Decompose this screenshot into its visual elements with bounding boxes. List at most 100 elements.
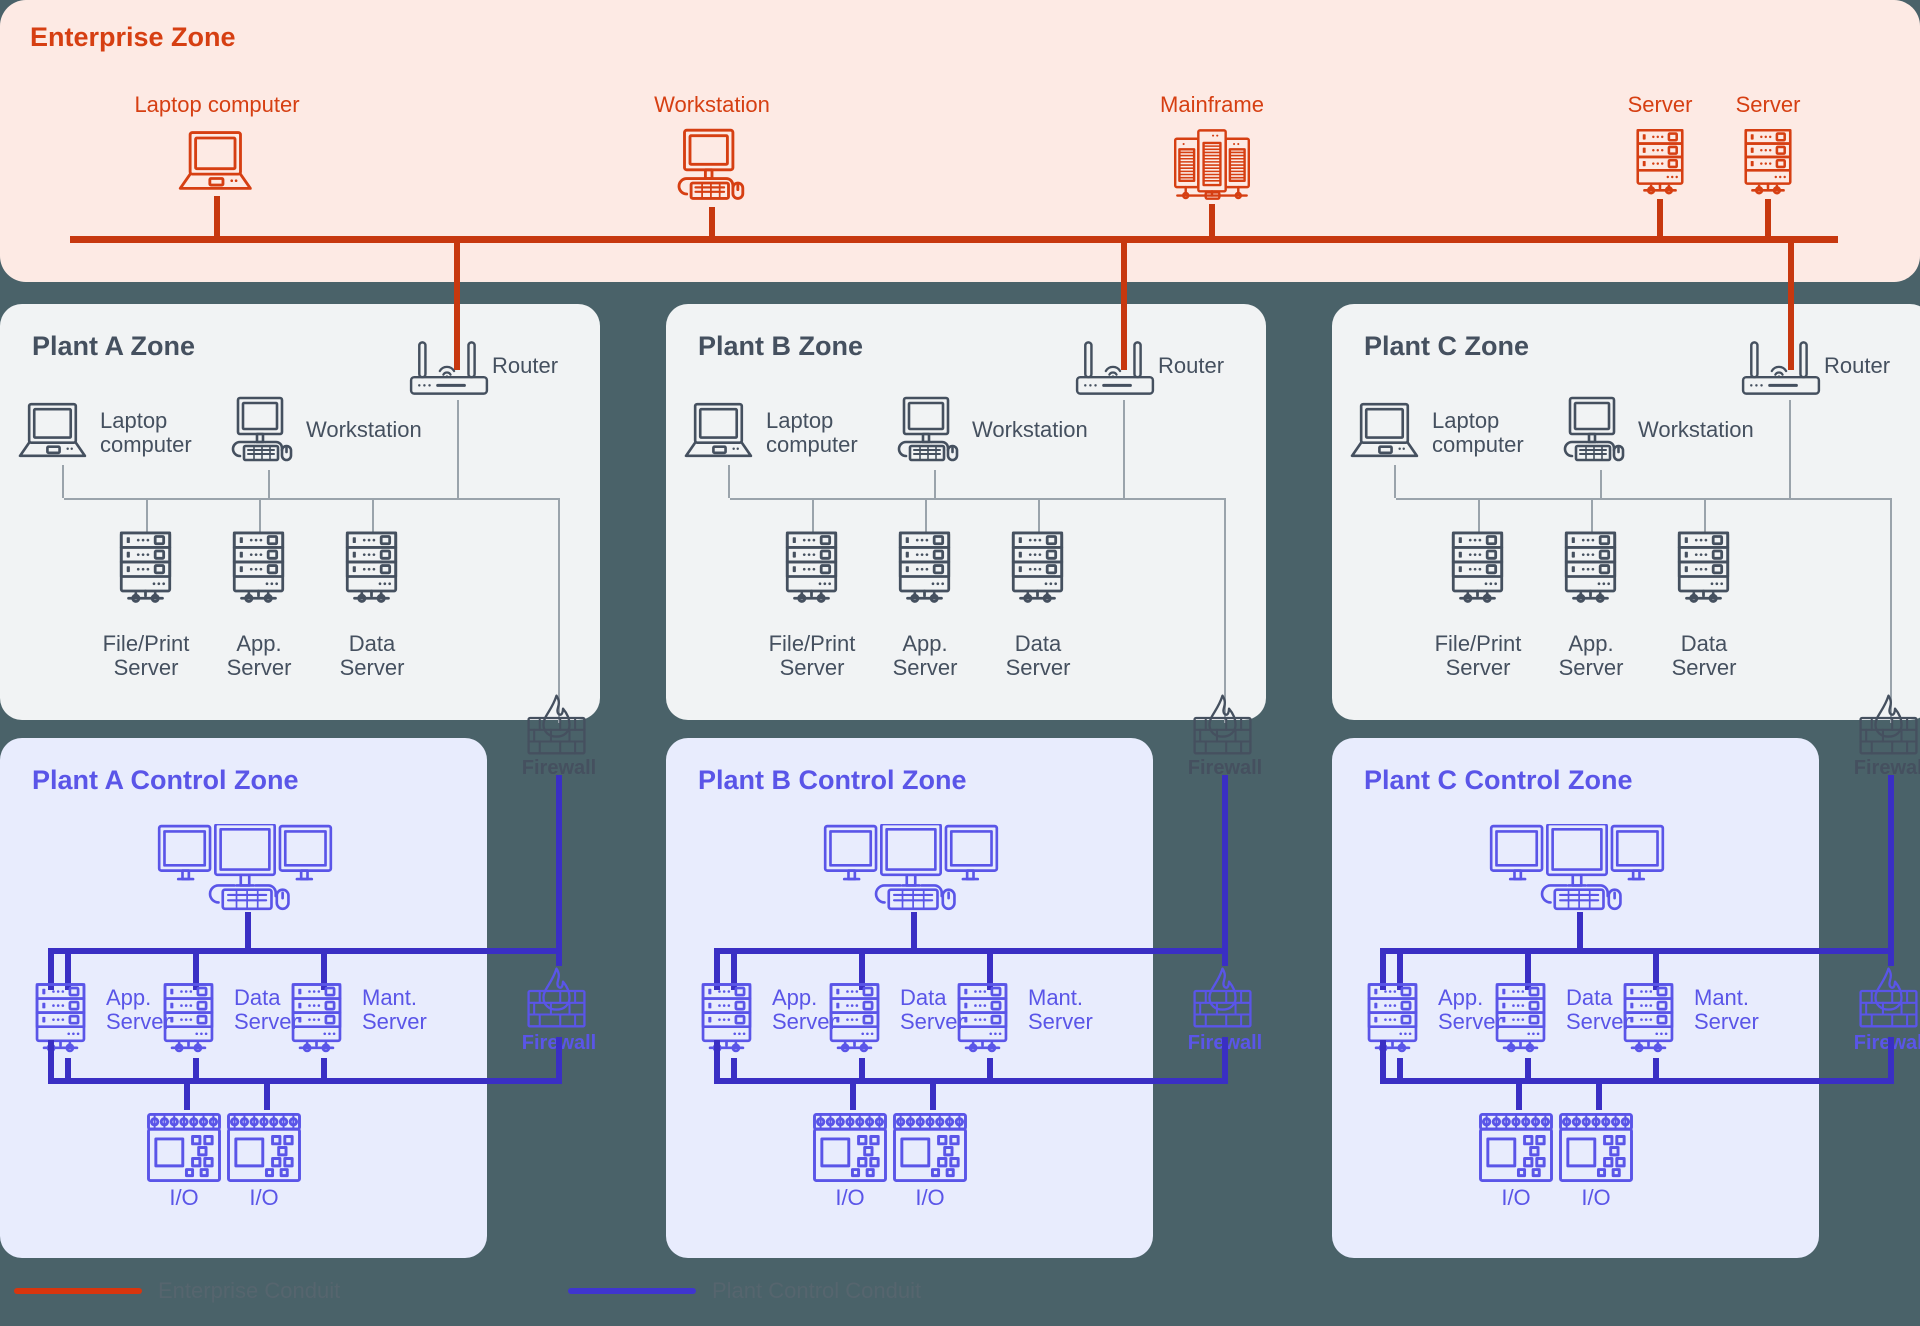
conduit-segment [193,948,199,990]
conduit-segment [65,1058,71,1078]
plant-3-server-1[interactable] [1446,530,1509,606]
control-1-server-label-2: Data Server [234,985,299,1035]
enterprise-server-rack-4[interactable] [1631,128,1689,197]
plant-workstation-2[interactable] [890,396,968,466]
control-firewall-1[interactable] [523,963,590,1032]
control-2-server-1[interactable] [696,982,757,1055]
plant-3-server-3[interactable] [1672,530,1735,606]
plant-laptop-2[interactable] [683,400,758,461]
plant-firewall-label-2: Firewall [1187,757,1263,779]
plant-3-server-label-2: App. Server [1558,631,1624,681]
legend: Enterprise Conduit Plant Control Conduit [0,1272,1920,1312]
plant-2-server-2[interactable] [893,530,956,606]
control-hmi-console-2[interactable] [823,824,999,913]
control-3-server-2[interactable] [1490,982,1551,1055]
control-3-server-label-2: Data Server [1566,985,1631,1035]
conduit-segment [1222,775,1228,963]
enterprise-node-label-2: Workstation [654,92,770,117]
plant-laptop-3[interactable] [1349,400,1424,461]
enterprise-node-label-1: Laptop computer [134,92,300,117]
conduit-segment [245,912,251,948]
plant-1-server-1[interactable] [114,530,177,606]
control-2-io-2[interactable] [892,1112,968,1183]
plant-1-server-2[interactable] [227,530,290,606]
control-zone-title-2: Plant B Control Zone [698,765,967,795]
plant-a-zone-panel [0,304,600,720]
control-3-server-3[interactable] [1618,982,1679,1055]
conduit-segment [1222,1037,1228,1081]
control-3-server-label-3: Mant. Server [1694,985,1759,1035]
plant-1-server-3[interactable] [340,530,403,606]
plant-router-1[interactable] [407,340,491,398]
conduit-segment [214,196,220,240]
control-2-io-1[interactable] [812,1112,888,1183]
control-hmi-console-3[interactable] [1489,824,1665,913]
control-3-io-2[interactable] [1558,1112,1634,1183]
control-hmi-console-1[interactable] [157,824,333,913]
plant-3-server-2[interactable] [1559,530,1622,606]
conduit-segment [731,1058,737,1078]
control-2-server-2[interactable] [824,982,885,1055]
conduit-segment [1222,948,1228,966]
conduit-segment [1222,1078,1228,1084]
plant-2-server-3[interactable] [1006,530,1069,606]
conduit-segment [709,207,715,240]
plant-firewall-label-3: Firewall [1853,757,1920,779]
control-1-server-label-1: App. Server [106,985,171,1035]
control-2-server-label-1: App. Server [772,985,837,1035]
control-2-server-3[interactable] [952,982,1013,1055]
control-zone-title-1: Plant A Control Zone [32,765,299,795]
conduit-segment [1380,1078,1892,1084]
conduit-segment [934,470,937,498]
control-firewall-2[interactable] [1189,963,1256,1032]
control-1-io-2[interactable] [226,1112,302,1183]
conduit-segment [556,775,562,963]
plant-b-zone-panel [666,304,1266,720]
control-1-server-3[interactable] [286,982,347,1055]
plant-zone-title-1: Plant A Zone [32,331,196,361]
enterprise-server-rack-5[interactable] [1739,128,1797,197]
plant-workstation-1[interactable] [224,396,302,466]
control-zone-title-3: Plant C Control Zone [1364,765,1633,795]
control-3-io-label-1: I/O [1501,1185,1531,1210]
enterprise-laptop-1[interactable] [177,128,258,194]
control-3-io-1[interactable] [1478,1112,1554,1183]
control-firewall-3[interactable] [1855,963,1920,1032]
conduit-segment [268,470,271,498]
conduit-segment [457,400,460,498]
control-2-server-label-3: Mant. Server [1028,985,1093,1035]
plant-firewall-2[interactable] [1189,690,1256,759]
control-3-server-1[interactable] [1362,982,1423,1055]
conduit-segment [731,948,737,990]
conduit-segment [48,1078,560,1084]
plant-2-server-1[interactable] [780,530,843,606]
conduit-segment [1577,912,1583,948]
plant-router-2[interactable] [1073,340,1157,398]
conduit-segment [321,948,327,990]
enterprise-zone-panel [0,0,1920,282]
enterprise-workstation-2[interactable] [669,128,755,205]
plant-router-label-2: Router [1158,353,1225,378]
conduit-segment [48,1040,54,1078]
conduit-segment [1397,948,1403,990]
plant-firewall-3[interactable] [1855,690,1920,759]
conduit-segment [556,1078,562,1084]
conduit-segment [1396,498,1891,501]
plant-firewall-1[interactable] [523,690,590,759]
plant-workstation-label-2: Workstation [972,417,1088,442]
control-1-io-1[interactable] [146,1112,222,1183]
plant-workstation-3[interactable] [1556,396,1634,466]
enterprise-mainframe-3[interactable] [1171,126,1253,202]
control-1-server-2[interactable] [158,982,219,1055]
plant-laptop-label-3: Laptop computer [1432,408,1524,458]
legend-item-control: Plant Control Conduit [568,1278,921,1304]
plant-2-server-label-2: App. Server [892,631,958,681]
plant-router-3[interactable] [1739,340,1823,398]
enterprise-node-label-4: Server [1627,92,1693,117]
plant-laptop-1[interactable] [17,400,92,461]
control-1-server-1[interactable] [30,982,91,1055]
conduit-segment [728,465,731,498]
conduit-segment [1397,1058,1403,1078]
conduit-segment [372,498,375,534]
control-firewall-label-3: Firewall [1853,1032,1920,1054]
